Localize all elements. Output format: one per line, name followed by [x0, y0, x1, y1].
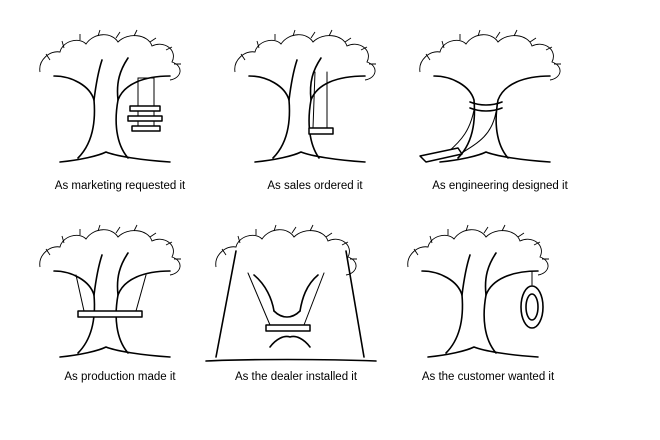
tree-swing-engineering-illustration	[419, 29, 561, 163]
caption-dealer: As the dealer installed it	[234, 371, 358, 383]
tree-swing-customer-illustration	[407, 224, 549, 358]
panel-marketing: As marketing requested it	[20, 20, 220, 220]
caption-engineering: As engineering designed it	[432, 180, 568, 192]
panel-sales: As sales ordered it	[215, 20, 415, 220]
panel-customer: As the customer wanted it	[388, 215, 588, 415]
caption-customer: As the customer wanted it	[421, 371, 555, 383]
caption-production: As production made it	[64, 371, 176, 383]
tree-swing-production-illustration	[39, 224, 181, 358]
panel-production: As production made it	[20, 215, 220, 415]
caption-marketing: As marketing requested it	[54, 180, 186, 192]
tree-swing-sales-illustration	[234, 29, 376, 163]
tree-swing-dealer-illustration	[205, 224, 377, 362]
panel-engineering: As engineering designed it	[400, 20, 600, 220]
tree-swing-marketing-illustration	[39, 29, 181, 163]
panel-dealer: As the dealer installed it	[196, 215, 396, 415]
caption-sales: As sales ordered it	[267, 180, 363, 192]
